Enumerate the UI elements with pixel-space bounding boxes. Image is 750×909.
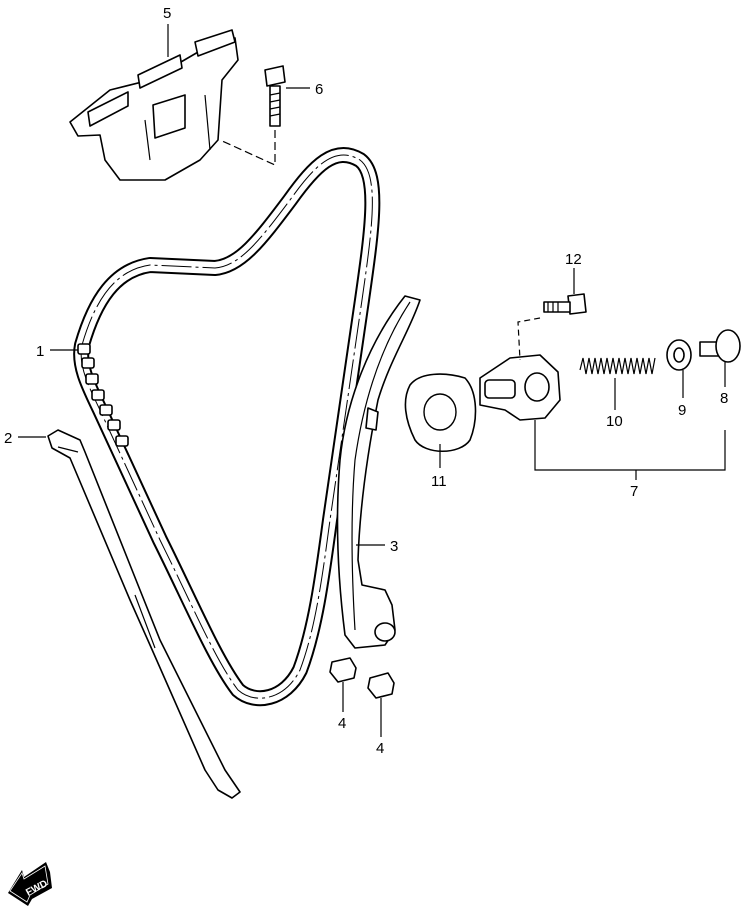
callout-9: 9 <box>678 402 686 419</box>
callout-2: 2 <box>4 430 12 447</box>
washer <box>666 339 692 371</box>
callout-7: 7 <box>630 483 638 500</box>
callout-10: 10 <box>606 413 623 430</box>
tensioner-bolt <box>517 293 587 361</box>
tensioner-body <box>479 354 561 421</box>
leader-lines <box>18 24 726 737</box>
callout-1: 1 <box>36 343 44 360</box>
callout-8: 8 <box>720 390 728 407</box>
chain-links <box>77 343 129 447</box>
callout-12: 12 <box>565 251 582 268</box>
callout-4a: 4 <box>338 715 346 732</box>
callout-3: 3 <box>390 538 398 555</box>
callout-4b: 4 <box>376 740 384 757</box>
callout-6: 6 <box>315 81 323 98</box>
spring <box>578 355 658 377</box>
callout-5: 5 <box>163 5 171 22</box>
tensioner-guide <box>336 295 421 649</box>
callout-11: 11 <box>431 473 447 490</box>
chain-damper <box>69 29 239 181</box>
cap <box>699 329 741 363</box>
chain-guide <box>47 429 241 799</box>
fwd-arrow-icon: FWD <box>8 862 52 906</box>
bolt <box>219 65 286 166</box>
cushion <box>329 657 357 683</box>
cushion <box>367 672 395 699</box>
cam-chain <box>73 147 381 707</box>
